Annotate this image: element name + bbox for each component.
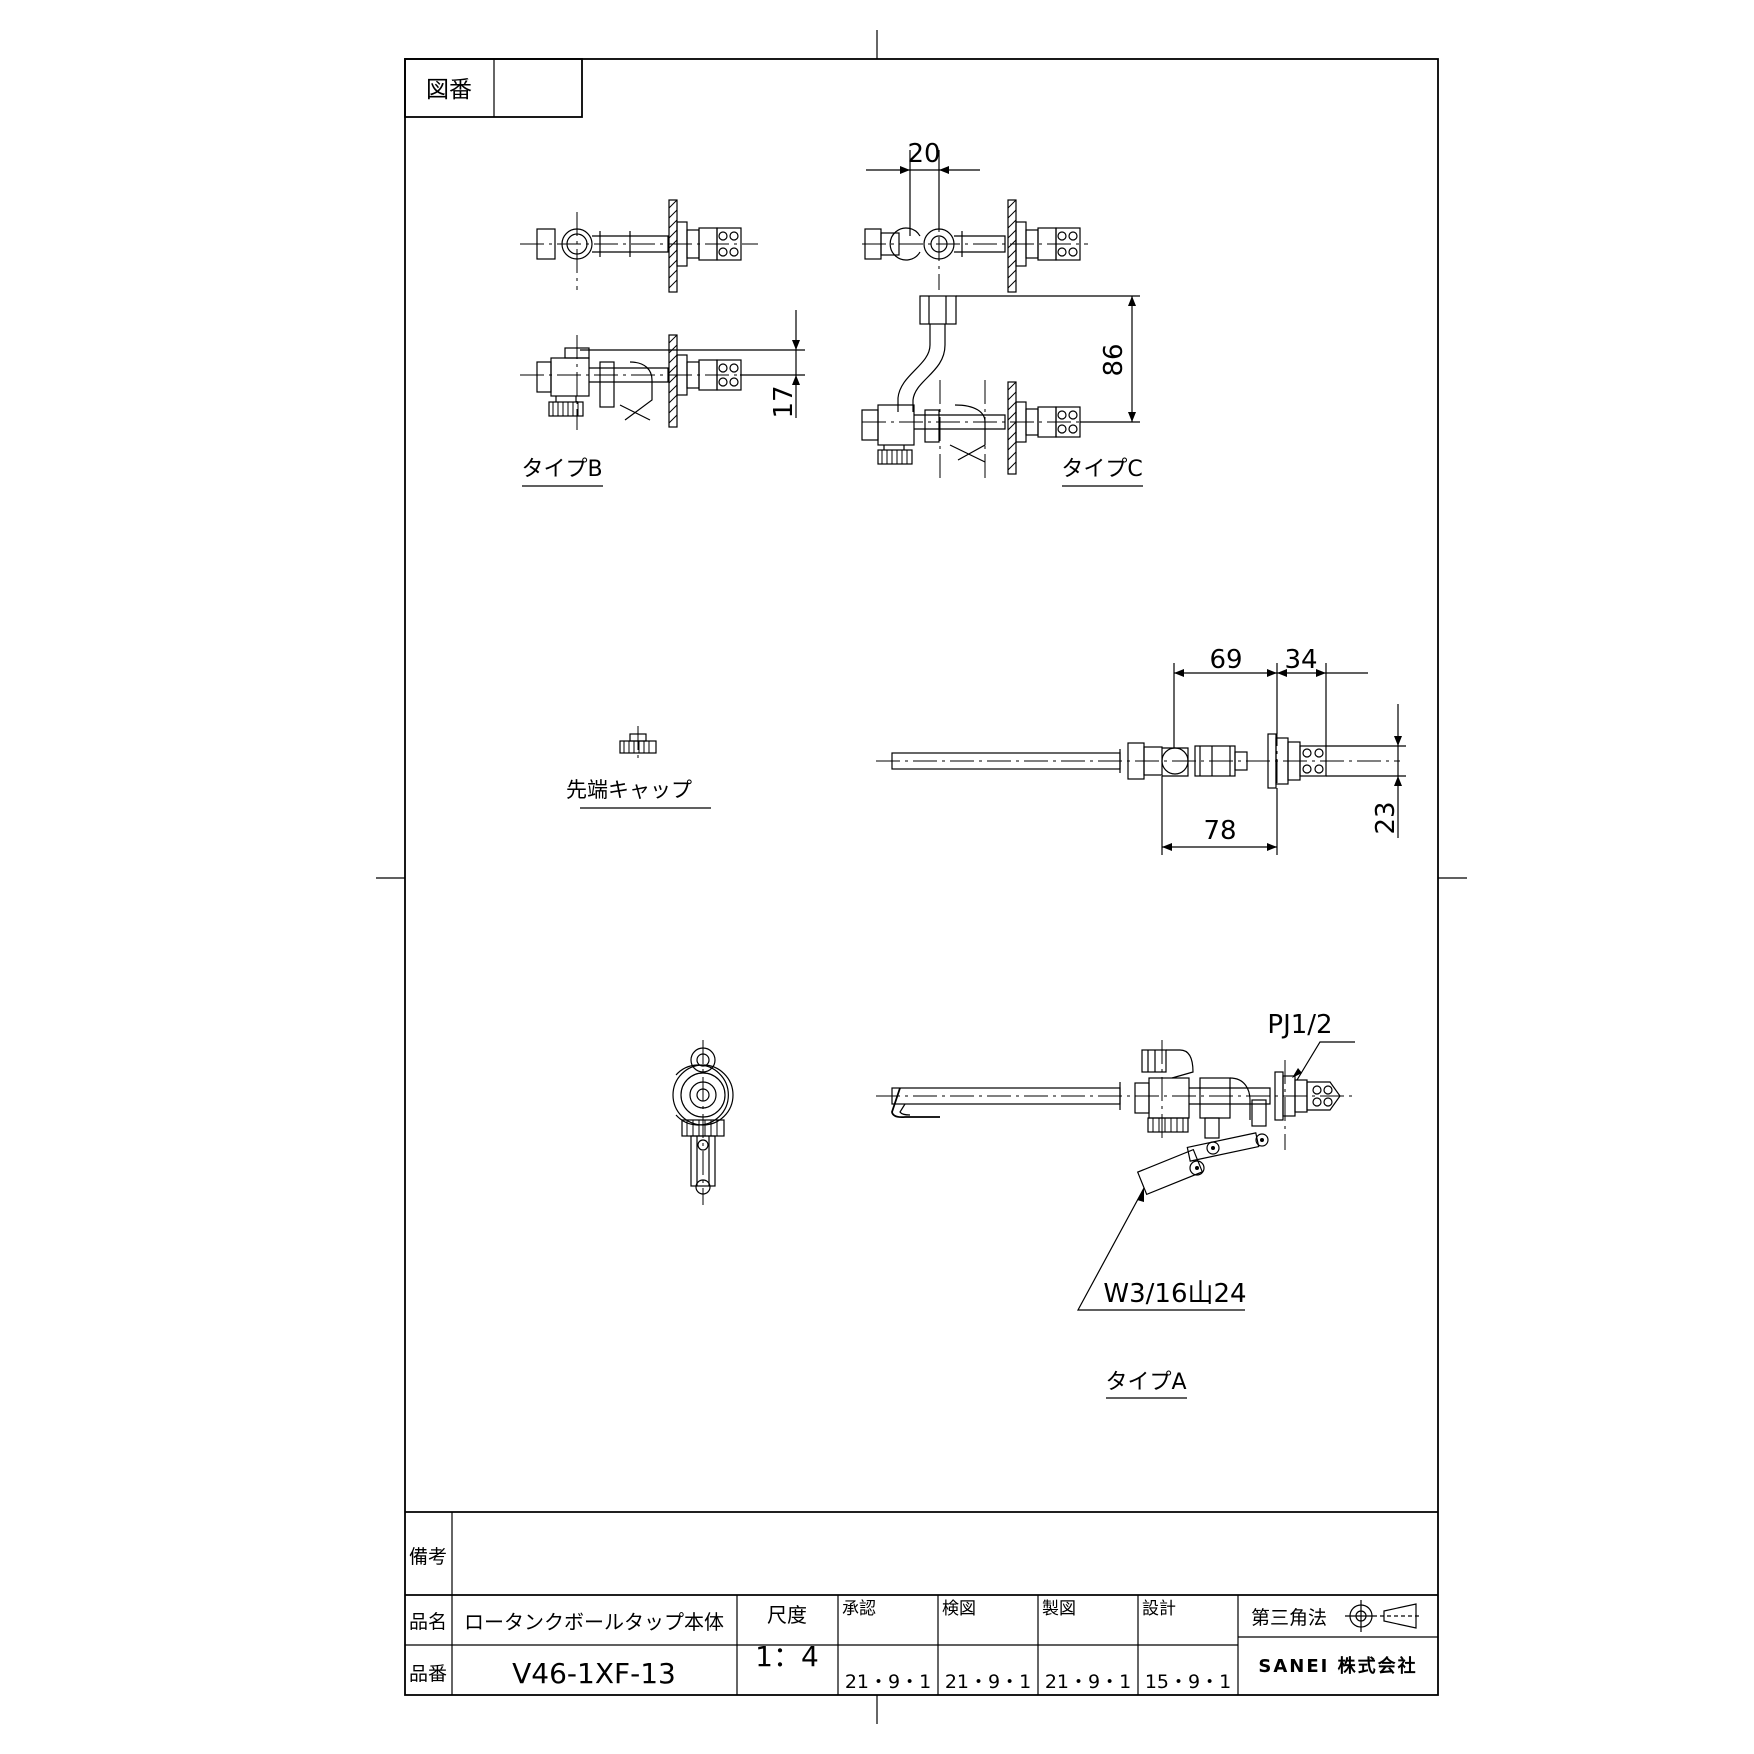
tip-cap-view <box>619 726 657 762</box>
approved-date: 21・9・1 <box>845 1671 931 1693</box>
drawing-number-box: 図番 <box>404 58 583 118</box>
type-b-label: タイプB <box>521 457 602 482</box>
product-number-label: 品番 <box>409 1663 447 1685</box>
tip-cap-label: 先端キャップ <box>566 778 692 802</box>
product-name-label: 品名 <box>409 1611 447 1633</box>
dim-78: 78 <box>1203 816 1236 846</box>
type-a-side-view: PJ1/2 W3/16山24 <box>876 1010 1355 1311</box>
product-name-value: ロータンクボールタップ本体 <box>464 1610 724 1634</box>
type-b-front-view: 17 <box>520 310 805 430</box>
product-number-value: V46-1XF-13 <box>512 1657 676 1690</box>
dim-17: 17 <box>769 385 799 418</box>
drawn-label: 製図 <box>1042 1599 1076 1619</box>
type-c-top-view: 20 <box>862 139 1088 293</box>
thread-w-label: W3/16山24 <box>1103 1279 1246 1309</box>
type-c-label: タイプC <box>1061 457 1142 482</box>
dim-23: 23 <box>1371 801 1401 834</box>
dim-34: 34 <box>1284 645 1317 675</box>
dim-69: 69 <box>1209 645 1242 675</box>
end-view-bottom <box>672 1040 734 1205</box>
sheet-frame <box>376 30 1467 1724</box>
drawn-date: 21・9・1 <box>1045 1671 1131 1693</box>
designed-date: 15・9・1 <box>1145 1671 1231 1693</box>
type-a-label: タイプA <box>1105 1370 1186 1395</box>
projection-label: 第三角法 <box>1251 1607 1327 1629</box>
checked-date: 21・9・1 <box>945 1671 1031 1693</box>
scale-label: 尺度 <box>767 1603 807 1627</box>
title-block: 備考 品名 ロータンクボールタップ本体 品番 V46-1XF-13 尺度 1：4… <box>405 1511 1438 1695</box>
dim-20: 20 <box>907 139 940 169</box>
scale-value: 1：4 <box>755 1640 819 1673</box>
type-b-top-view <box>520 199 758 293</box>
designed-label: 設計 <box>1142 1599 1176 1619</box>
dim-86: 86 <box>1099 343 1129 376</box>
checked-label: 検図 <box>942 1599 976 1619</box>
company-name: SANEI 株式会社 <box>1258 1655 1417 1677</box>
approved-label: 承認 <box>842 1599 876 1619</box>
type-c-front-view: 86 <box>861 295 1140 480</box>
third-angle-projection-icon <box>1345 1600 1420 1632</box>
thread-pj-label: PJ1/2 <box>1267 1010 1332 1040</box>
remarks-label: 備考 <box>409 1546 447 1568</box>
side-view-middle: 69 34 78 23 <box>876 645 1406 855</box>
drawing-number-label: 図番 <box>426 77 472 103</box>
